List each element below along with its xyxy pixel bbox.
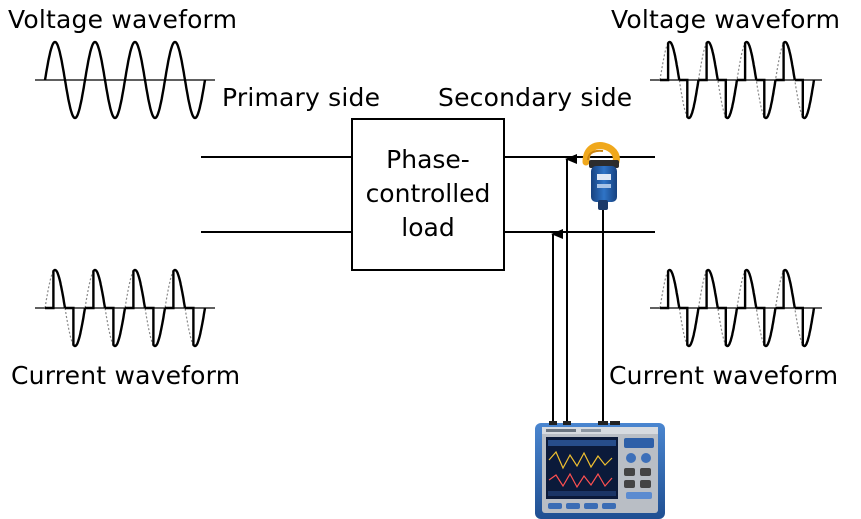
load-box-line-1: Phase-	[386, 145, 470, 174]
load-box-line-2: controlled	[365, 179, 491, 208]
current-waveform-right-chopped	[650, 268, 822, 348]
voltage-waveform-right-chopped	[650, 40, 822, 120]
voltage-waveform-label-right: Voltage waveform	[611, 5, 841, 34]
current-waveform-left-chopped	[35, 268, 215, 348]
current-waveform-label-right: Current waveform	[609, 361, 839, 390]
voltage-waveform-left-sine	[35, 40, 215, 120]
voltage-leads	[551, 154, 577, 424]
power-lines	[201, 156, 655, 233]
voltage-waveform-label-left: Voltage waveform	[8, 5, 238, 34]
load-box-text: Phase- controlled load	[352, 143, 504, 245]
secondary-side-label: Secondary side	[438, 83, 633, 112]
phase-controlled-load-box	[351, 118, 505, 271]
primary-side-label: Primary side	[222, 83, 381, 112]
power-analyzer-icon	[535, 421, 665, 519]
current-waveform-label-left: Current waveform	[11, 361, 241, 390]
clamp-probe-icon	[582, 142, 620, 210]
load-box-line-3: load	[401, 213, 455, 242]
